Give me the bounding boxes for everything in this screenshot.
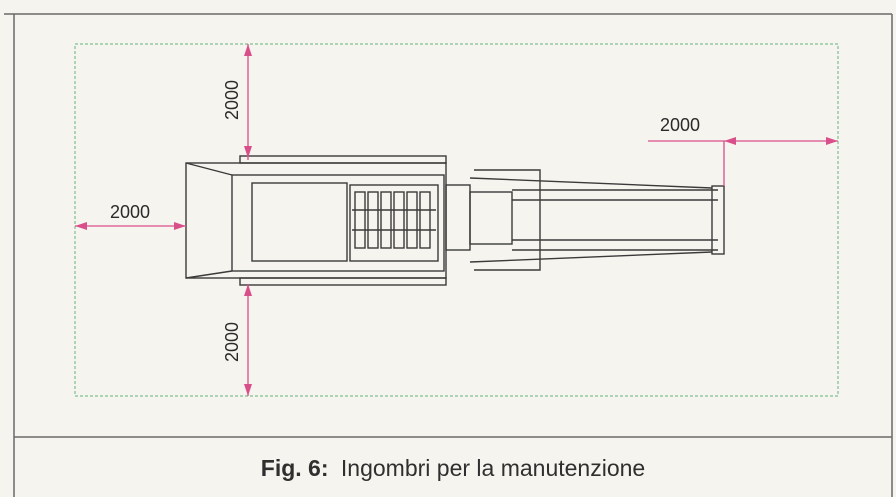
clearance-boundary bbox=[74, 43, 839, 397]
dimension-top: 2000 bbox=[222, 44, 252, 160]
figure-border bbox=[4, 13, 893, 497]
dimension-left-label: 2000 bbox=[110, 202, 150, 222]
figure-caption-prefix: Fig. 6: bbox=[261, 455, 329, 481]
figure-caption: Fig. 6: Ingombri per la manutenzione bbox=[261, 455, 645, 481]
dimension-top-label: 2000 bbox=[222, 80, 242, 120]
conveyor-belt bbox=[469, 177, 725, 263]
dimension-bottom-label: 2000 bbox=[222, 322, 242, 362]
dimension-right-label: 2000 bbox=[660, 115, 700, 135]
dimension-left: 2000 bbox=[75, 202, 186, 230]
figure-caption-text: Ingombri per la manutenzione bbox=[341, 455, 645, 481]
dimension-right: 2000 bbox=[648, 115, 838, 186]
dimension-bottom: 2000 bbox=[222, 284, 252, 396]
rotor-section bbox=[352, 191, 436, 249]
machine-top-view bbox=[185, 155, 725, 286]
